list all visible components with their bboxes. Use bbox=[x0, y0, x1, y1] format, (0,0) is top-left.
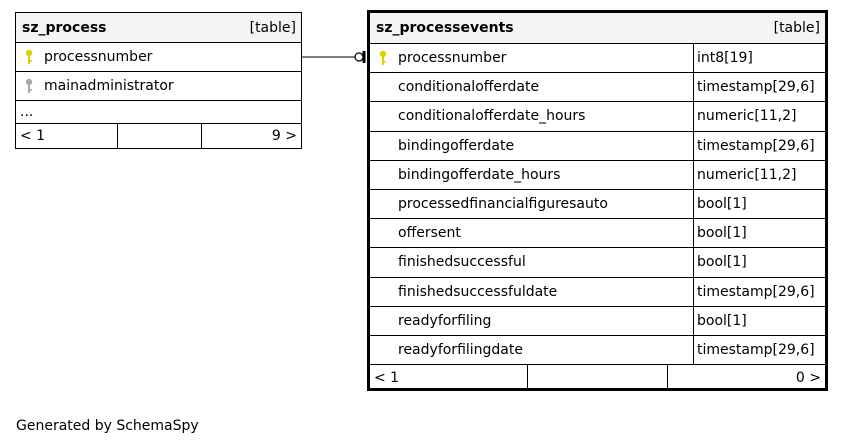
column-name: processnumber bbox=[44, 49, 153, 65]
column-name: processnumber bbox=[398, 50, 507, 67]
column-type: bool[1] bbox=[693, 219, 825, 248]
column-type: timestamp[29,6] bbox=[693, 277, 825, 306]
column-type: numeric[11,2] bbox=[693, 102, 825, 131]
ellipsis-row: ... bbox=[16, 101, 301, 124]
column-row[interactable]: offersent bool[1] bbox=[370, 219, 825, 249]
parents-count[interactable]: < 1 bbox=[16, 124, 118, 148]
column-name: bindingofferdate_hours bbox=[398, 166, 561, 183]
footer-spacer bbox=[528, 365, 668, 392]
ellipsis: ... bbox=[20, 104, 34, 120]
column-row[interactable]: finishedsuccessfuldate timestamp[29,6] bbox=[370, 277, 825, 307]
column-type: timestamp[29,6] bbox=[693, 131, 825, 160]
table-header: sz_processevents [table] bbox=[370, 13, 825, 44]
children-count[interactable]: 9 > bbox=[271, 128, 297, 144]
column-name: finishedsuccessfuldate bbox=[398, 283, 558, 300]
column-row[interactable]: bindingofferdate timestamp[29,6] bbox=[370, 131, 825, 161]
column-row[interactable]: conditionalofferdate timestamp[29,6] bbox=[370, 73, 825, 103]
column-name: readyforfilingdate bbox=[398, 341, 523, 358]
column-name: processedfinancialfiguresauto bbox=[398, 196, 608, 213]
table-sz-processevents[interactable]: sz_processevents [table] processnumber in… bbox=[367, 10, 828, 392]
column-type: int8[19] bbox=[693, 44, 825, 73]
column-row[interactable]: readyforfiling bool[1] bbox=[370, 306, 825, 336]
column-row[interactable]: processedfinancialfiguresauto bool[1] bbox=[370, 189, 825, 220]
foreign-key-icon bbox=[24, 78, 44, 94]
generated-by-caption: Generated by SchemaSpy bbox=[16, 418, 199, 434]
column-name: offersent bbox=[398, 225, 461, 242]
column-type: numeric[11,2] bbox=[693, 160, 825, 189]
column-type: bool[1] bbox=[693, 248, 825, 277]
column-name: readyforfiling bbox=[398, 312, 492, 329]
table-kind: [table] bbox=[773, 20, 820, 36]
parents-count[interactable]: < 1 bbox=[370, 365, 528, 392]
column-name: bindingofferdate bbox=[398, 137, 515, 154]
table-name: sz_process bbox=[22, 19, 107, 36]
children-count[interactable]: 0 > bbox=[795, 370, 821, 387]
primary-key-icon bbox=[378, 50, 398, 66]
column-type: bool[1] bbox=[693, 306, 825, 335]
column-row[interactable]: bindingofferdate_hours numeric[11,2] bbox=[370, 160, 825, 190]
table-kind: [table] bbox=[249, 19, 296, 36]
column-name: mainadministrator bbox=[44, 78, 174, 94]
column-name: conditionalofferdate bbox=[398, 79, 540, 96]
column-row[interactable]: readyforfilingdate timestamp[29,6] bbox=[370, 335, 825, 366]
primary-key-icon bbox=[24, 49, 44, 65]
table-footer: < 1 9 > bbox=[16, 124, 301, 148]
column-type: timestamp[29,6] bbox=[693, 73, 825, 102]
column-type: bool[1] bbox=[693, 189, 825, 219]
column-row[interactable]: mainadministrator bbox=[16, 72, 301, 101]
column-name: finishedsuccessful bbox=[398, 254, 526, 271]
table-header: sz_process [table] bbox=[16, 13, 301, 43]
table-name: sz_processevents bbox=[376, 20, 514, 36]
table-sz-process[interactable]: sz_process [table] processnumber mainadm… bbox=[15, 12, 302, 149]
table-footer: < 1 0 > bbox=[370, 365, 825, 392]
column-row[interactable]: processnumber bbox=[16, 43, 301, 72]
footer-spacer bbox=[118, 124, 202, 148]
column-name: conditionalofferdate_hours bbox=[398, 108, 586, 125]
column-row[interactable]: conditionalofferdate_hours numeric[11,2] bbox=[370, 102, 825, 132]
column-type: timestamp[29,6] bbox=[693, 335, 825, 365]
column-row[interactable]: finishedsuccessful bool[1] bbox=[370, 248, 825, 278]
column-row[interactable]: processnumber int8[19] bbox=[370, 44, 825, 74]
